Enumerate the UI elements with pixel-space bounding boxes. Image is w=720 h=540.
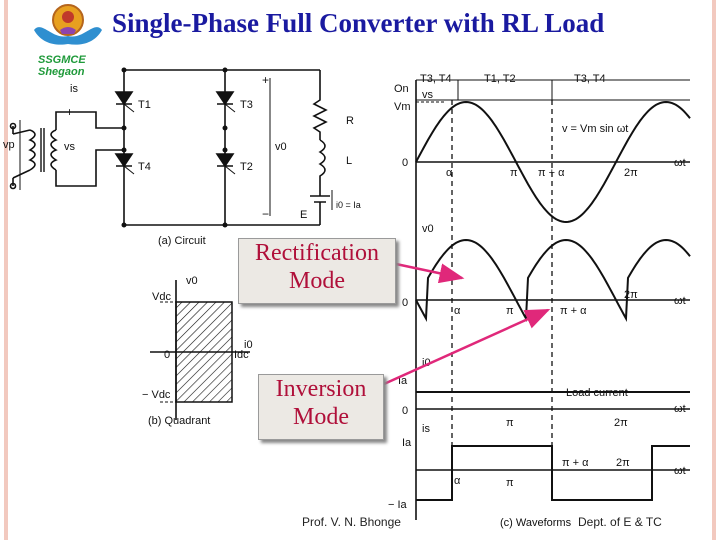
load-resistor [312, 70, 328, 140]
thyristor-t1 [114, 91, 134, 106]
logo-city: Shegaon [38, 66, 85, 78]
logo-name: SSGMCE [38, 54, 86, 66]
label-2pi-1: 2π [624, 167, 638, 179]
label-vo: v0 [275, 141, 287, 153]
label-ia: Ia [398, 375, 408, 387]
footer-department: Dept. of E & TC [578, 515, 662, 529]
label-t2: T2 [240, 161, 253, 173]
svg-text:−: − [262, 207, 269, 221]
label-vs: vs [64, 141, 76, 153]
label-equation: v = Vm sin ωt [562, 123, 628, 135]
slide-title: Single-Phase Full Converter with RL Load [112, 8, 605, 38]
rectification-mode-callout: Rectification Mode [238, 238, 396, 304]
label-is: is [422, 423, 430, 435]
back-emf-battery [310, 195, 330, 203]
secondary-winding [50, 129, 58, 171]
secondary-top-wire [55, 111, 124, 130]
bridge-legs [123, 70, 226, 225]
label-t1: T1 [138, 99, 151, 111]
footer-author: Prof. V. N. Bhonge [302, 515, 401, 529]
right-decor-bar [712, 0, 716, 540]
is-waveform [416, 445, 690, 501]
label-zero-vo: 0 [402, 297, 408, 309]
caption-circuit: (a) Circuit [158, 235, 206, 247]
label-on-t1t2: T1, T2 [484, 73, 516, 85]
label-pi-2: π [506, 305, 514, 317]
load-inductor [318, 139, 326, 196]
left-decor-bar [4, 0, 8, 540]
label-t3: T3 [240, 99, 253, 111]
vs-waveform [415, 100, 691, 224]
label-quad-neg-vdc: − Vdc [142, 389, 171, 401]
bridge-rails [124, 69, 320, 226]
label-pi-4: π [506, 477, 514, 489]
label-is: is [70, 83, 78, 95]
thyristor-t3 [215, 91, 235, 106]
inversion-arrow [383, 308, 551, 386]
label-pi-3: π [506, 417, 514, 429]
label-quad-io: i0 [244, 339, 253, 351]
circuit-nodes [121, 67, 228, 228]
rectification-arrow [395, 262, 465, 284]
label-wt-4: ωt [674, 465, 686, 477]
vo-waveform [415, 238, 691, 323]
label-quad-vdc: Vdc [152, 291, 171, 303]
thyristor-t4 [114, 153, 134, 168]
label-t4: T4 [138, 161, 151, 173]
label-neg-ia: − Ia [388, 499, 408, 511]
label-zero-io: 0 [402, 405, 408, 417]
college-logo-icon [34, 4, 102, 45]
label-ia-2: Ia [402, 437, 412, 449]
caption-quadrant: (b) Quadrant [148, 415, 210, 427]
svg-text:+: + [262, 73, 269, 87]
label-quad-zero: 0 [164, 349, 170, 361]
label-alpha-2: α [454, 305, 461, 317]
label-2pi-2: 2π [624, 289, 638, 301]
label-l: L [346, 155, 352, 167]
label-zero-vs: 0 [402, 157, 408, 169]
label-alpha-1: α [446, 167, 453, 179]
waveforms: On T3, T4 T1, T2 T3, T4 vs Vm 0 v = Vm s… [388, 73, 691, 529]
label-on: On [394, 83, 409, 95]
label-wt-2: ωt [674, 295, 686, 307]
label-pi-alpha-1: π + α [538, 167, 565, 179]
label-quad-vo: v0 [186, 275, 198, 287]
label-vp: vp [3, 139, 15, 151]
label-vs: vs [422, 89, 434, 101]
label-wt-3: ωt [674, 403, 686, 415]
primary-winding [28, 129, 36, 171]
rectification-line-2: Mode [289, 268, 345, 294]
label-on-t3t4-a: T3, T4 [420, 73, 452, 85]
label-load-current-text: Load current [566, 387, 628, 399]
label-pi-alpha-2: π + α [560, 305, 587, 317]
svg-text:+: + [66, 105, 73, 119]
label-on-t3t4-b: T3, T4 [574, 73, 606, 85]
inversion-line-1: Inversion [275, 376, 367, 402]
rectification-line-1: Rectification [255, 240, 379, 266]
label-wt-1: ωt [674, 157, 686, 169]
label-2pi-4: 2π [616, 457, 630, 469]
label-pi-alpha-3: π + α [562, 457, 589, 469]
label-vo: v0 [422, 223, 434, 235]
label-vm: Vm [394, 101, 411, 113]
thyristor-t2 [215, 153, 235, 168]
transformer-core [40, 128, 45, 172]
label-r: R [346, 115, 354, 127]
label-pi-1: π [510, 167, 518, 179]
label-quad-idc: Idc [234, 349, 249, 361]
caption-waveforms: (c) Waveforms [500, 517, 572, 529]
label-2pi-3: 2π [614, 417, 628, 429]
inversion-line-2: Mode [293, 404, 349, 430]
label-io: i0 [422, 357, 431, 369]
quadrant-plot: v0 Vdc 0 Idc i0 − Vdc (b) Quadrant [142, 275, 253, 427]
label-e: E [300, 209, 307, 221]
label-alpha-3: α [454, 475, 461, 487]
converter-diagram: is vp vs T1 T3 T4 T2 R L v0 i0 = Ia E + … [3, 67, 691, 529]
secondary-bottom-wire [55, 149, 124, 187]
label-load-current: i0 = Ia [336, 200, 361, 210]
inversion-mode-callout: Inversion Mode [258, 374, 384, 440]
